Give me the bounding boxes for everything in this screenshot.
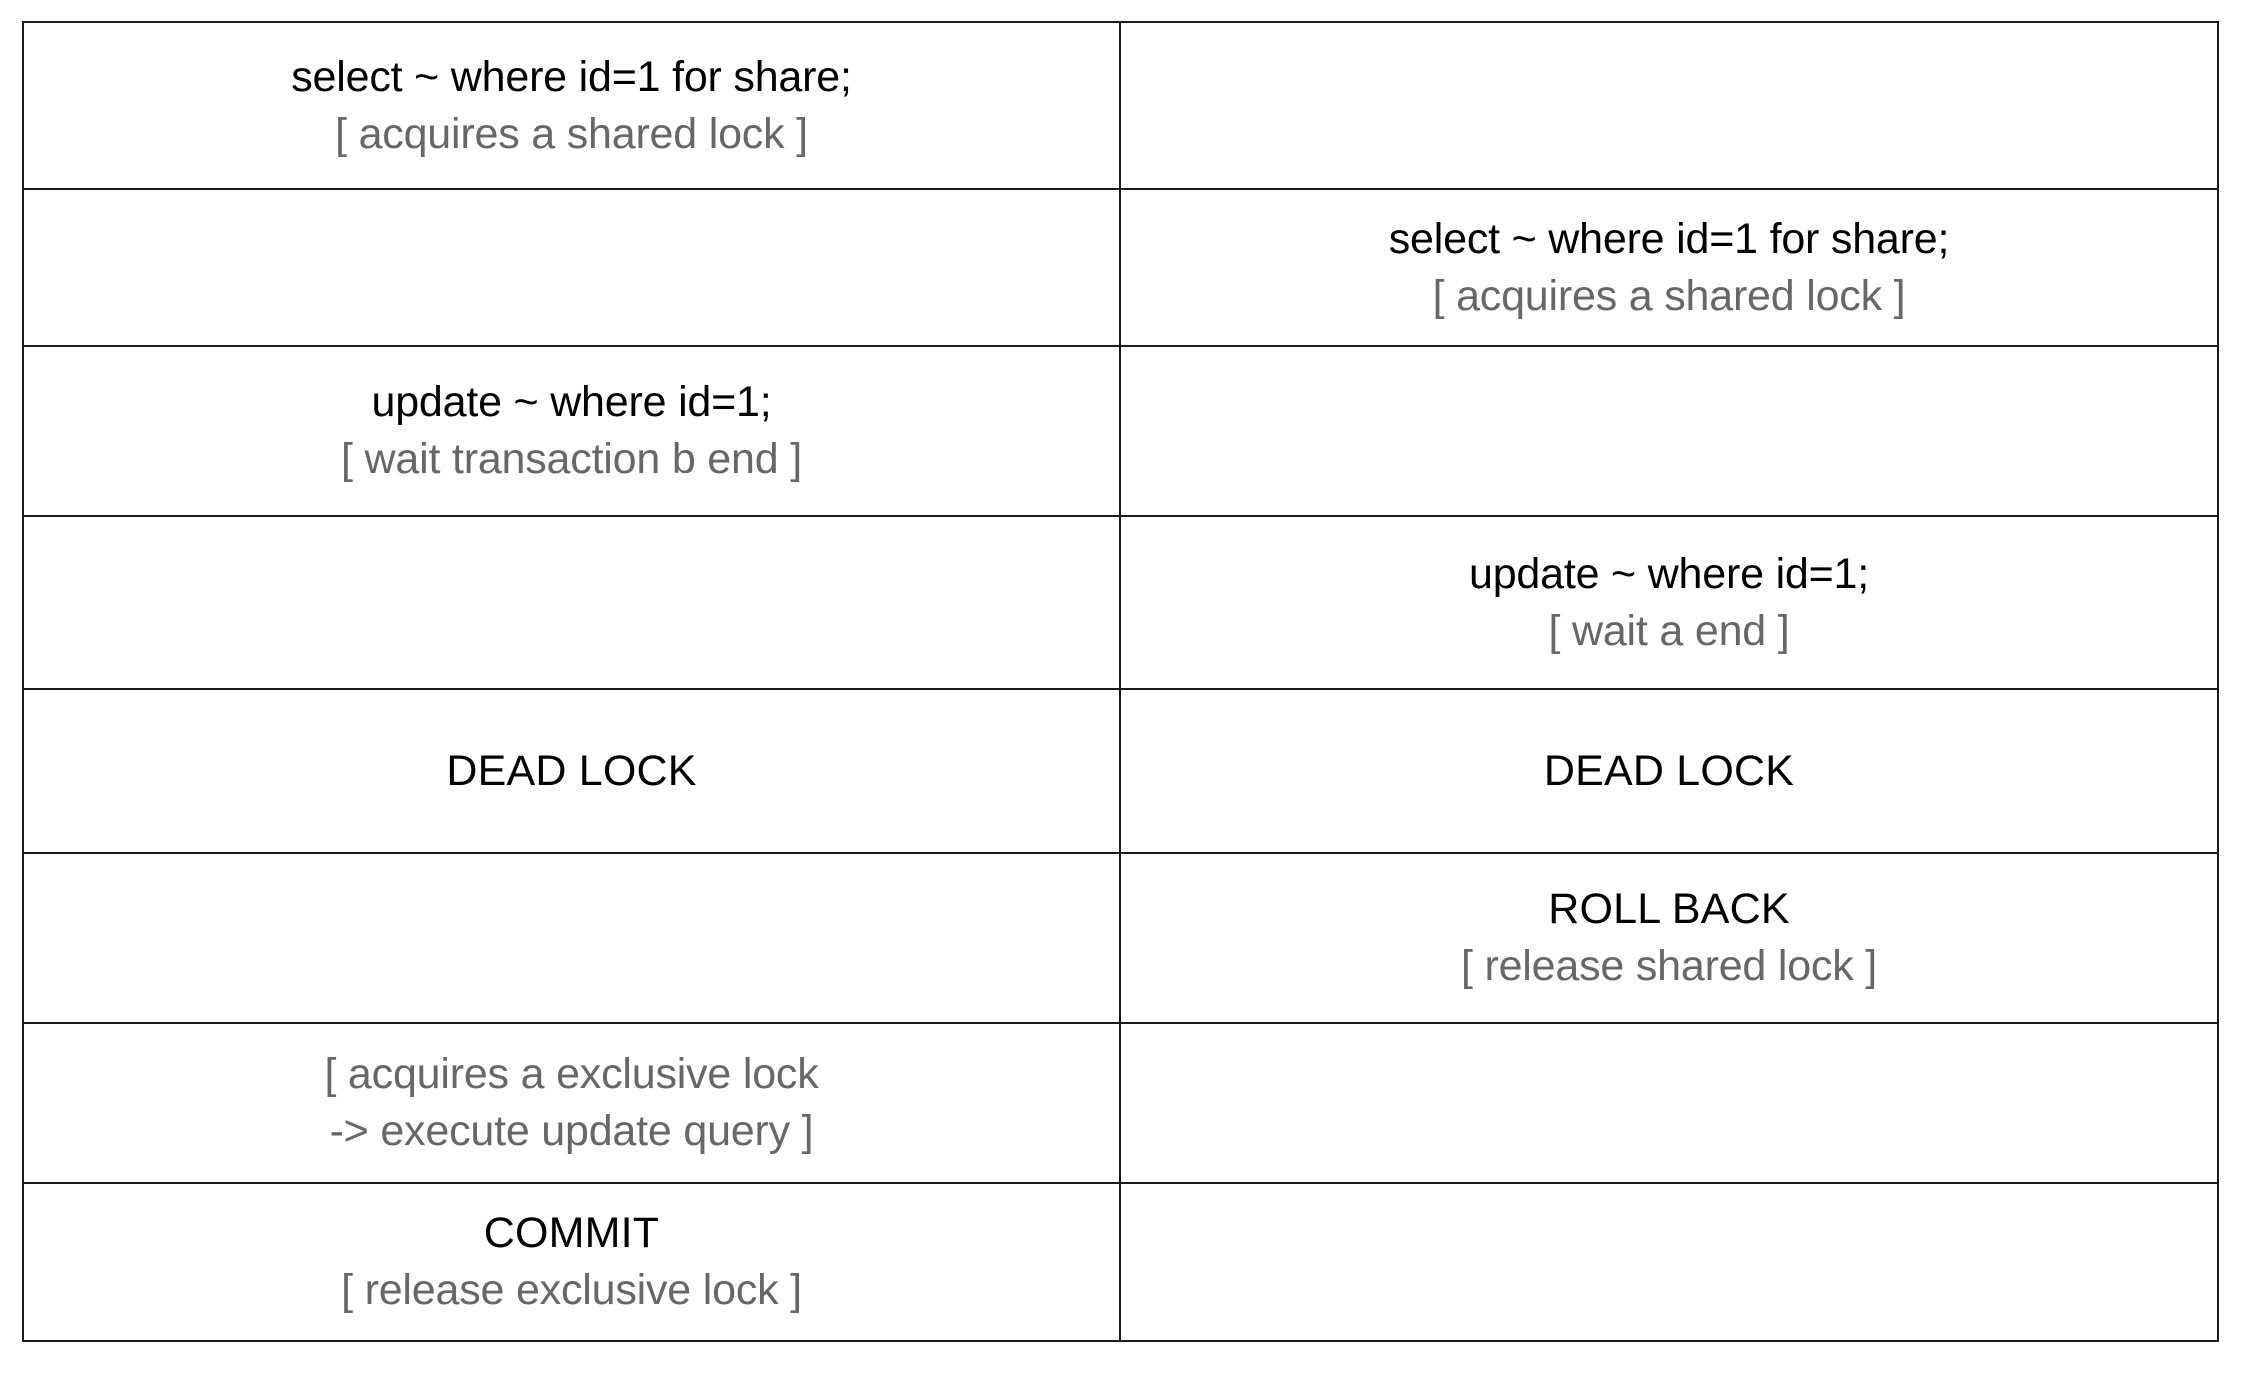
statement-line: update ~ where id=1; <box>371 378 772 427</box>
cell-transaction-a-step-5: DEAD LOCK <box>22 688 1121 854</box>
cell-transaction-b-step-5: DEAD LOCK <box>1119 688 2219 854</box>
cell-transaction-b-step-3 <box>1119 345 2219 517</box>
statement-line: select ~ where id=1 for share; <box>291 52 852 101</box>
cell-transaction-a-step-6 <box>22 852 1121 1024</box>
note-line: [ acquires a exclusive lock <box>324 1050 819 1099</box>
cell-content: DEAD LOCK <box>1135 743 2203 800</box>
cell-transaction-a-step-4 <box>22 515 1121 690</box>
cell-transaction-b-step-4: update ~ where id=1; [ wait a end ] <box>1119 515 2219 690</box>
cell-content: update ~ where id=1; [ wait transaction … <box>38 374 1105 488</box>
table-body: select ~ where id=1 for share; [ acquire… <box>22 21 2219 1342</box>
table-row: select ~ where id=1 for share; [ acquire… <box>22 21 2219 190</box>
cell-content: COMMIT [ release exclusive lock ] <box>38 1205 1105 1319</box>
statement-line: select ~ where id=1 for share; <box>1388 214 1950 263</box>
table-row: select ~ where id=1 for share; [ acquire… <box>22 188 2219 347</box>
status-label: COMMIT <box>483 1209 660 1258</box>
cell-content: [ acquires a exclusive lock -> execute u… <box>38 1046 1105 1160</box>
note-line: [ release shared lock ] <box>1460 942 1878 990</box>
table-row: update ~ where id=1; [ wait transaction … <box>22 345 2219 517</box>
cell-content: select ~ where id=1 for share; [ acquire… <box>1135 211 2203 325</box>
status-label: ROLL BACK <box>1548 885 1790 934</box>
cell-transaction-a-step-8: COMMIT [ release exclusive lock ] <box>22 1182 1121 1342</box>
cell-transaction-b-step-8 <box>1119 1182 2219 1342</box>
table-row: update ~ where id=1; [ wait a end ] <box>22 515 2219 690</box>
cell-transaction-a-step-3: update ~ where id=1; [ wait transaction … <box>22 345 1121 517</box>
cell-transaction-a-step-7: [ acquires a exclusive lock -> execute u… <box>22 1022 1121 1184</box>
table-row: DEAD LOCK DEAD LOCK <box>22 688 2219 854</box>
cell-content: select ~ where id=1 for share; [ acquire… <box>38 49 1105 163</box>
note-line: [ acquires a shared lock ] <box>1432 271 1906 320</box>
table-row: COMMIT [ release exclusive lock ] <box>22 1182 2219 1342</box>
cell-content: ROLL BACK [ release shared lock ] <box>1135 881 2203 995</box>
cell-transaction-b-step-7 <box>1119 1022 2219 1184</box>
cell-transaction-b-step-1 <box>1119 21 2219 190</box>
status-label: DEAD LOCK <box>1543 746 1795 795</box>
note-line: [ wait a end ] <box>1548 606 1790 655</box>
note-line: -> execute update query ] <box>329 1107 814 1155</box>
cell-transaction-b-step-6: ROLL BACK [ release shared lock ] <box>1119 852 2219 1024</box>
statement-line: update ~ where id=1; <box>1468 549 1870 598</box>
cell-transaction-a-step-2 <box>22 188 1121 347</box>
cell-content: DEAD LOCK <box>38 743 1105 800</box>
cell-content: update ~ where id=1; [ wait a end ] <box>1135 546 2203 660</box>
note-line: [ release exclusive lock ] <box>341 1266 802 1314</box>
table-row: ROLL BACK [ release shared lock ] <box>22 852 2219 1024</box>
note-line: [ wait transaction b end ] <box>341 435 802 483</box>
table-row: [ acquires a exclusive lock -> execute u… <box>22 1022 2219 1184</box>
cell-transaction-b-step-2: select ~ where id=1 for share; [ acquire… <box>1119 188 2219 347</box>
cell-transaction-a-step-1: select ~ where id=1 for share; [ acquire… <box>22 21 1121 190</box>
transaction-sequence-table: select ~ where id=1 for share; [ acquire… <box>22 21 2219 1342</box>
status-label: DEAD LOCK <box>446 746 697 795</box>
note-line: [ acquires a shared lock ] <box>335 109 808 158</box>
